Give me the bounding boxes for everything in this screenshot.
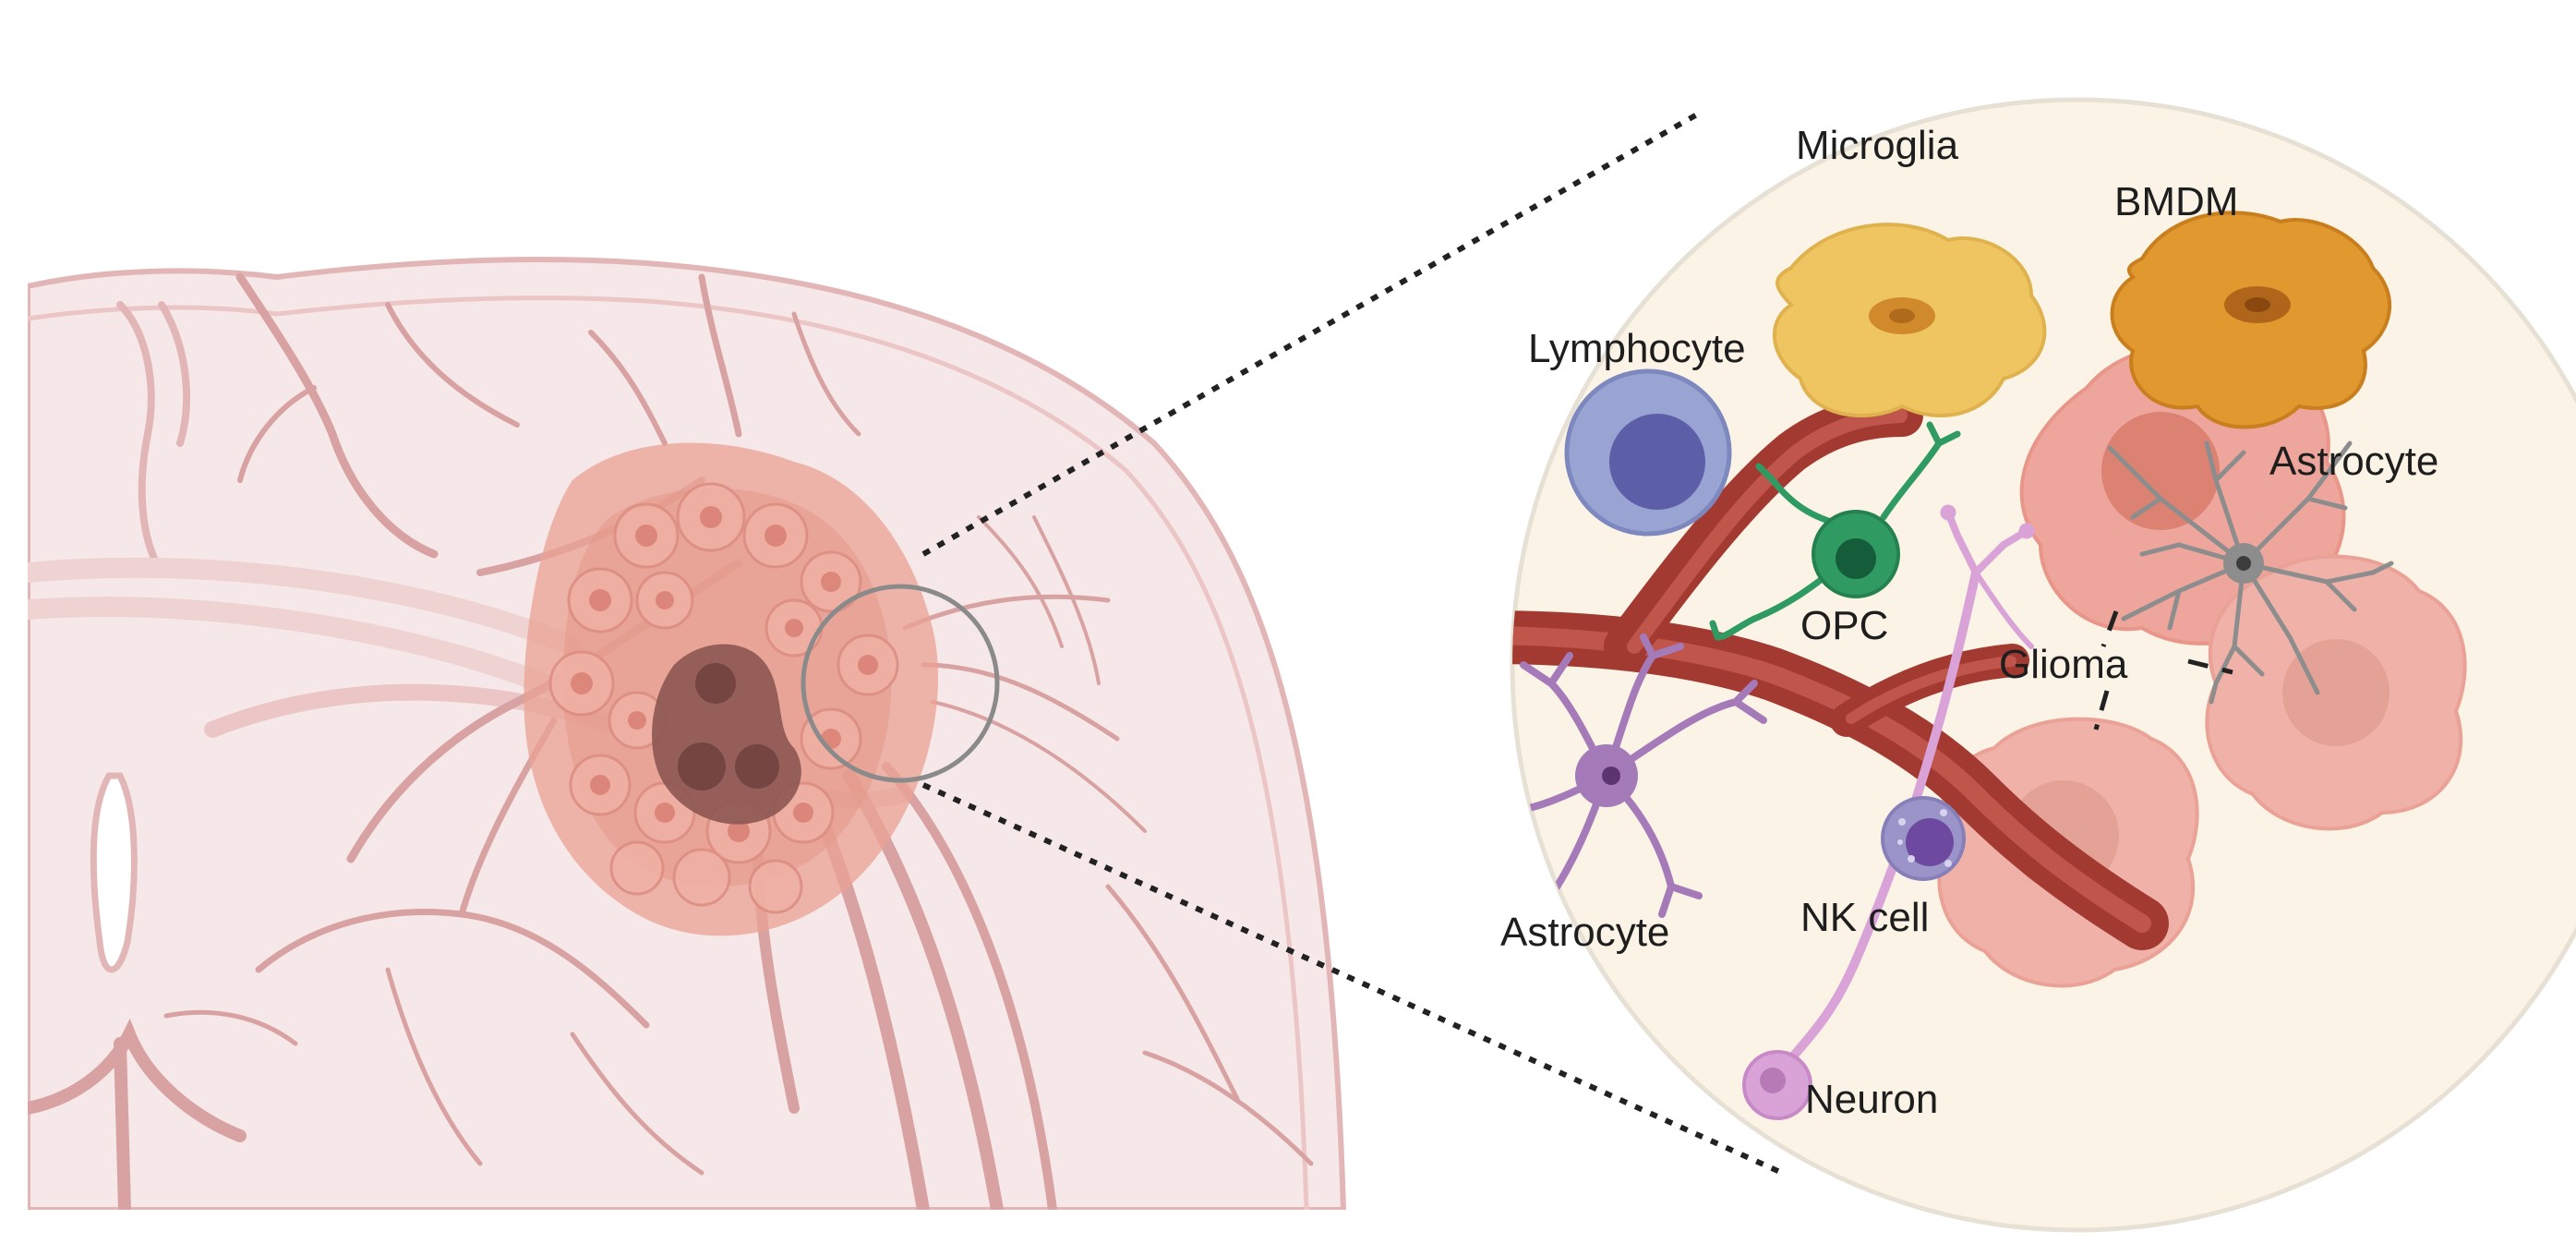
ventricle [90,772,138,973]
brain-section [28,256,1347,1210]
label-nk-cell: NK cell [1800,895,1929,940]
zoom-connector-bottom [921,782,1784,1176]
nk-cell [1881,796,1966,881]
label-astrocyte-left: Astrocyte [1500,910,1669,955]
zoom-panel: Microglia BMDM Lymphocyte Astrocyte OPC … [1500,97,2576,1233]
label-neuron: Neuron [1805,1077,1938,1122]
lymphocyte-cell [1564,368,1732,537]
astrocyte-left-soma [1575,744,1638,807]
glioma-pointers [2093,610,2233,730]
tumor-necrotic-core [652,644,801,825]
label-astrocyte-right: Astrocyte [2269,439,2438,484]
astrocyte-right-soma [2223,543,2264,584]
tumor-mass [524,442,939,936]
magnifier-circle [800,584,1000,783]
label-opc: OPC [1800,603,1888,648]
label-microglia: Microglia [1796,123,1959,168]
label-lymphocyte: Lymphocyte [1528,326,1746,371]
astrocyte-right [2107,440,2394,705]
blood-vessel [1512,394,2169,950]
microglia-cell [1773,223,2047,417]
glioma-cell [2205,554,2467,831]
longitudinal-fissure [116,301,191,576]
label-bmdm: BMDM [2114,179,2238,224]
label-glioma: Glioma [1999,642,2128,687]
bmdm-cell [2110,211,2391,429]
white-matter-band [28,557,583,698]
opc-cell [1709,421,1961,641]
neuron [1742,504,2035,1120]
brainstem-outline [28,1018,247,1210]
